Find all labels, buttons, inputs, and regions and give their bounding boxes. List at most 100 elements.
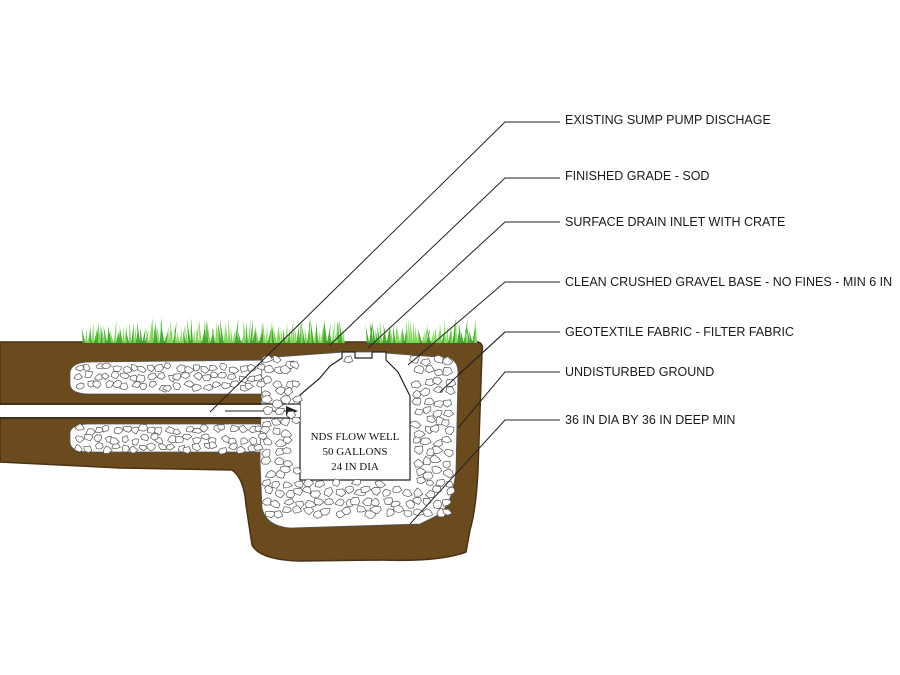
leader-sump-discharge [209,121,560,413]
grass-blade [417,326,420,343]
gravel-stone [344,485,354,494]
gravel-stone [412,390,422,398]
gravel-stones [73,354,457,519]
grass-blade [195,321,199,343]
grass-blade [464,328,469,343]
gravel-stone [217,424,225,431]
grass-blade [236,329,240,343]
leader-undisturbed-ground [457,371,560,429]
gravel-stone [73,373,83,381]
grass-blade [176,330,180,343]
gravel-stone [217,447,228,455]
gravel-stone [293,467,302,475]
gravel-stone [414,430,426,440]
gravel-stone [374,480,387,489]
gravel-stone [423,397,436,406]
grass-blade [395,323,398,343]
gravel-stone [131,438,139,446]
gravel-stone [419,387,430,397]
grass-blade [101,327,105,343]
grass-blade [327,323,331,343]
grass-blade [331,320,335,343]
grass-blade [214,321,218,343]
grass-blade [430,329,435,343]
gravel-stone [181,433,193,441]
label-gravel-base: CLEAN CRUSHED GRAVEL BASE - NO FINES - M… [565,275,892,289]
gravel-stone [281,447,292,454]
gravel-stone [192,364,201,372]
grass-blade [96,326,99,343]
gravel-stone [313,498,325,506]
grass-blade [155,320,158,343]
gravel-stone [165,443,176,451]
grass-blade [371,321,376,343]
grass-blade [265,326,268,343]
gravel-stone [429,454,442,464]
gravel-stone [442,367,453,376]
grass-blade [164,330,168,343]
gravel-stone [310,490,322,498]
gravel-stone [261,354,274,364]
grass-blade [460,329,464,343]
gravel-stone [292,505,302,514]
gravel-stone [280,395,292,405]
gravel-stone [430,424,440,433]
gravel-stone [271,417,282,426]
gravel-stone [103,445,113,454]
gravel-stone [148,381,157,388]
gravel-stone [163,362,172,370]
gravel-stone [426,479,435,487]
grass-blade [148,317,153,343]
gravel-stone [446,486,456,496]
gravel-stone [260,456,272,465]
gravel-stone [136,374,146,383]
gravel-stone [191,443,202,452]
callout-leaders [209,121,560,525]
grass-blade [170,320,174,343]
grass-blade [206,319,211,343]
grass-blade [280,327,284,343]
gravel-stone [335,488,347,498]
gravel-stone [220,434,230,443]
grass-blade [466,324,471,343]
gravel-stone [362,497,373,507]
gravel-stone [84,433,93,442]
grass-blade [98,321,101,343]
gravel-stone [105,380,114,388]
sod-grass [81,317,477,343]
grass-blade [254,327,257,343]
gravel-stone [272,399,284,409]
grass-blade [217,322,220,343]
grass-blade [237,330,242,343]
gravel-stone [208,365,218,371]
grass-blade [408,319,411,343]
grass-blade [435,328,438,343]
gravel-stone [75,364,85,372]
gravel-stone [184,365,195,374]
grass-blade [302,326,306,343]
grass-blade [247,319,251,343]
flow-well-tank [299,351,411,481]
grass-blade [439,322,442,343]
grass-blade [463,318,468,343]
gravel-stone [291,380,301,388]
grass-blade [125,329,130,343]
gravel-stone [434,368,444,377]
gravel-stone [129,445,139,454]
grass-blade [168,329,171,343]
grass-blade [399,329,403,343]
grass-blade [225,321,229,343]
grass-blade [469,330,473,343]
grass-blade [254,325,259,343]
grass-blade [369,321,374,343]
gravel-stone [433,354,444,364]
grass-blade [228,317,231,343]
gravel-stone [392,485,403,494]
gravel-stone [274,407,285,416]
gravel-stone [356,505,367,513]
grass-blade [329,330,332,343]
grass-blade [389,324,394,343]
gravel-stone [386,508,395,517]
gravel-stone [422,455,432,466]
grass-blade [474,317,477,343]
